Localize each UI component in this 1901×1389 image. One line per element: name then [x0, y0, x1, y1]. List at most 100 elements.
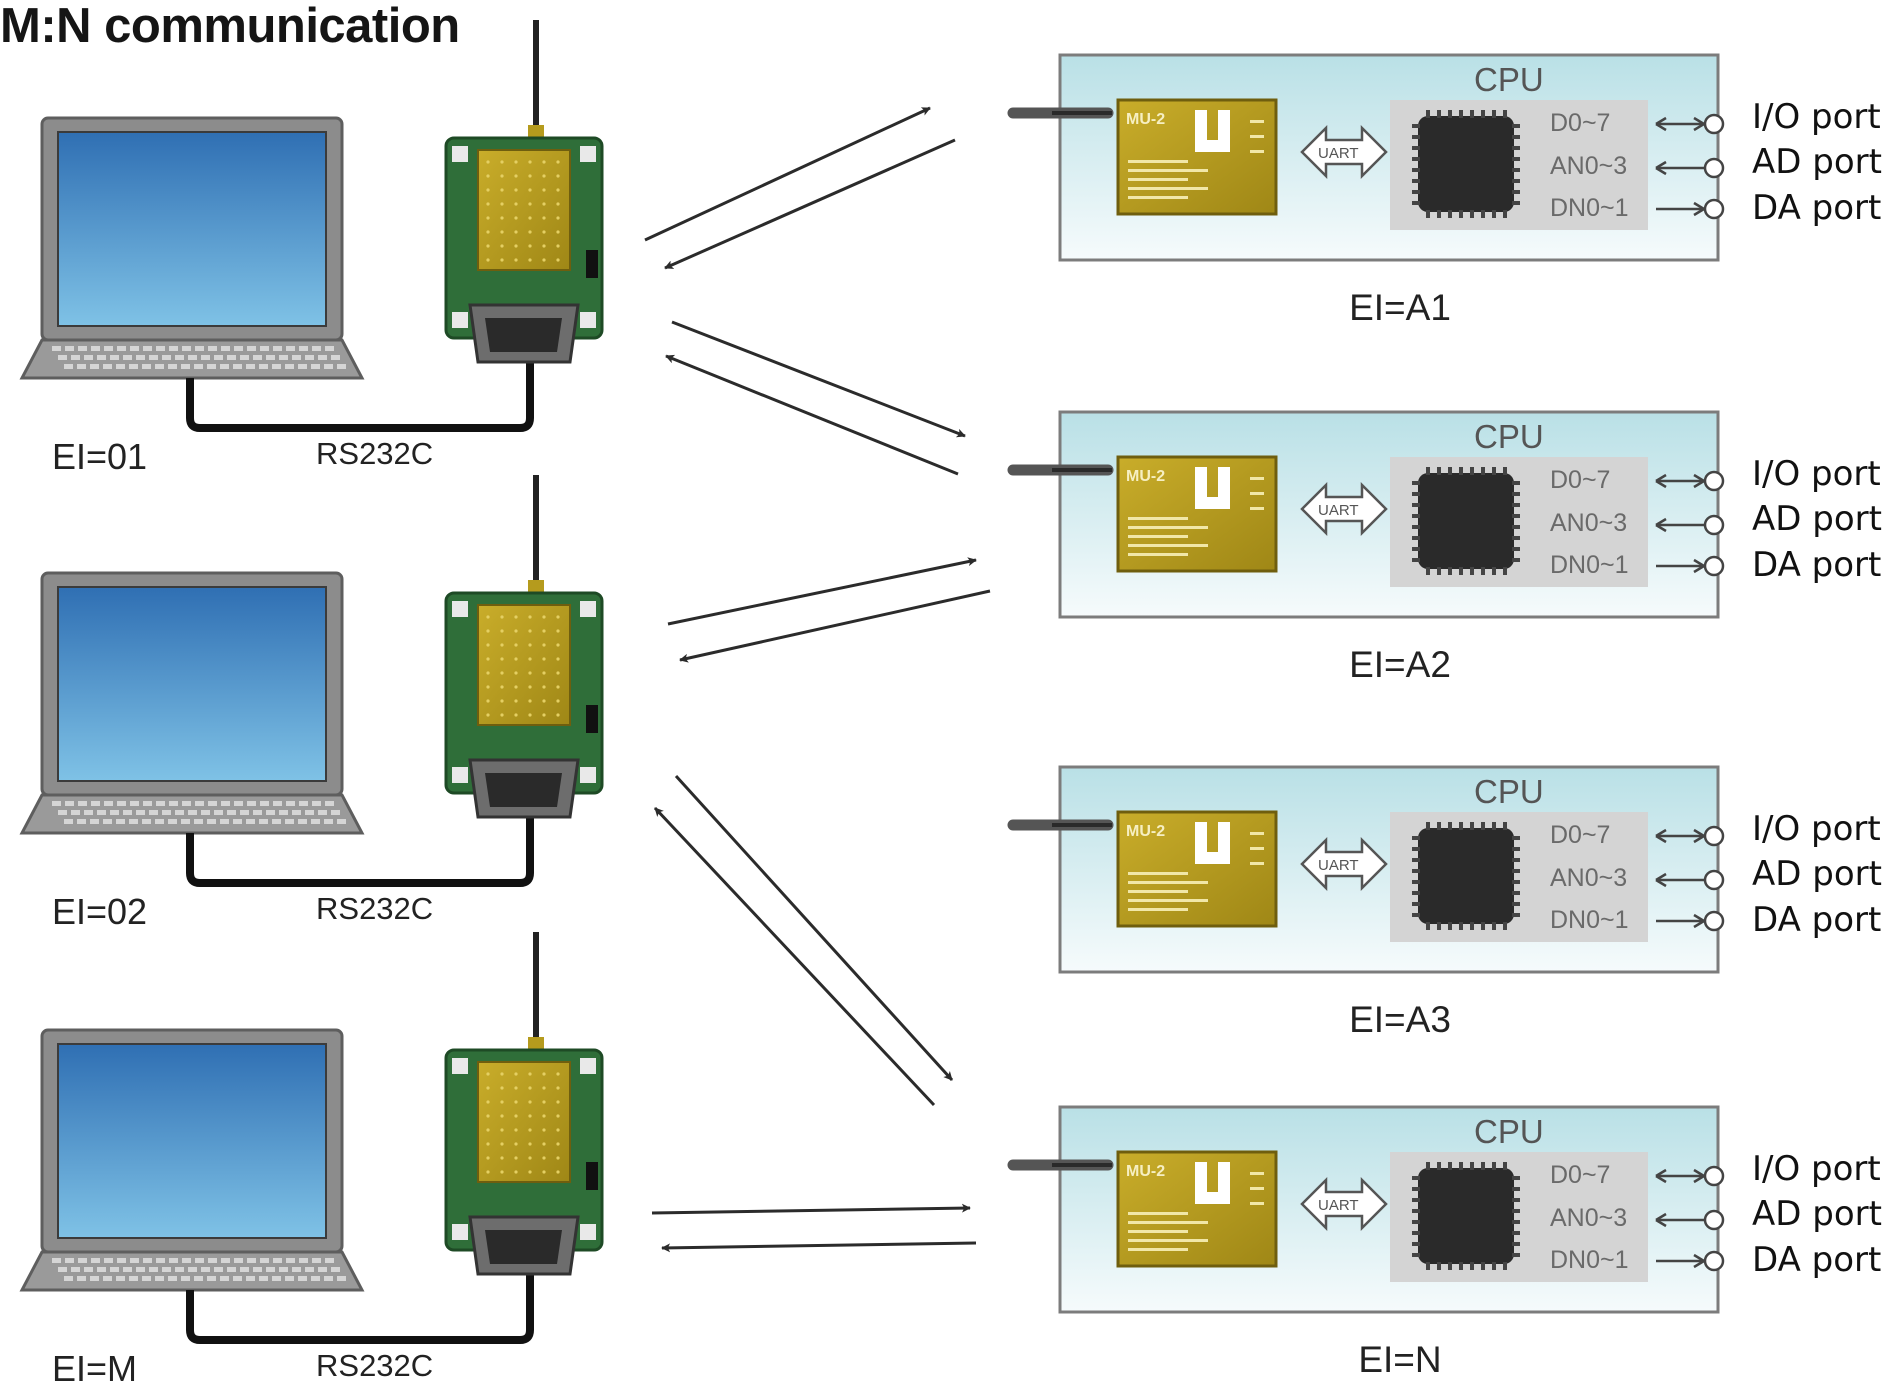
- chip-pin: [1512, 190, 1520, 194]
- chip-pin: [1512, 1242, 1520, 1246]
- module-dot: [556, 699, 560, 703]
- module-pin: [1250, 847, 1264, 850]
- master-station: [19, 20, 604, 432]
- module-pin: [1250, 477, 1264, 480]
- key: [123, 355, 132, 360]
- key: [253, 810, 262, 815]
- key: [129, 819, 138, 824]
- key: [175, 1267, 184, 1272]
- chip-pin: [1512, 514, 1520, 518]
- module-dot: [514, 1100, 518, 1104]
- module-dot: [528, 216, 532, 220]
- module-dot: [556, 1128, 560, 1132]
- key: [162, 355, 171, 360]
- key: [97, 1267, 106, 1272]
- module-dot: [500, 1156, 504, 1160]
- module-dot: [528, 671, 532, 675]
- chip-pin: [1512, 836, 1520, 840]
- module-dot: [542, 1100, 546, 1104]
- mount-hole: [452, 1224, 468, 1240]
- chip-pin: [1470, 467, 1474, 475]
- key: [181, 1276, 190, 1281]
- module-text-line: [1128, 196, 1188, 199]
- chip-pin: [1459, 822, 1463, 830]
- key: [156, 346, 165, 351]
- key: [181, 364, 190, 369]
- module-dot: [542, 1114, 546, 1118]
- pin-label-dn: DN0~1: [1550, 906, 1629, 934]
- module-dot: [514, 629, 518, 633]
- module-dot: [486, 1086, 490, 1090]
- module-dot: [556, 258, 560, 262]
- key: [260, 346, 269, 351]
- chip-pin: [1492, 210, 1496, 218]
- module-dot: [514, 713, 518, 717]
- key: [143, 1258, 152, 1263]
- key: [64, 819, 73, 824]
- key: [195, 346, 204, 351]
- chip-pin: [1459, 1162, 1463, 1170]
- module-dot: [486, 1142, 490, 1146]
- chip-pin: [1512, 179, 1520, 183]
- module-dot: [500, 1114, 504, 1118]
- chip-pin: [1503, 822, 1507, 830]
- key: [253, 355, 262, 360]
- key: [221, 1258, 230, 1263]
- chip-pin: [1512, 157, 1520, 161]
- chip-pin: [1470, 922, 1474, 930]
- module-dot: [556, 657, 560, 661]
- cpu-label: CPU: [1474, 1113, 1544, 1150]
- module-dot: [486, 685, 490, 689]
- module-dot: [514, 1128, 518, 1132]
- chip-pin: [1512, 536, 1520, 540]
- chip-pin: [1437, 567, 1441, 575]
- port-label-da: DA port: [1752, 1240, 1882, 1280]
- key: [182, 801, 191, 806]
- key: [247, 1258, 256, 1263]
- master-ei-label: EI=M: [52, 1348, 138, 1389]
- chip-pin: [1437, 822, 1441, 830]
- cpu-label: CPU: [1474, 61, 1544, 98]
- chip-pin: [1503, 110, 1507, 118]
- key: [182, 346, 191, 351]
- slave-device: [1007, 410, 1725, 619]
- key: [318, 355, 327, 360]
- output-arrow-icon: [1693, 1253, 1705, 1269]
- uart-bidirectional-arrow-icon: [1300, 481, 1388, 537]
- module-dot: [514, 1114, 518, 1118]
- laptop-screen: [57, 586, 327, 782]
- chip-pin: [1437, 110, 1441, 118]
- rs232c-label: RS232C: [316, 891, 434, 926]
- key: [155, 1276, 164, 1281]
- module-dot: [556, 244, 560, 248]
- module-dot: [528, 258, 532, 262]
- key: [149, 355, 158, 360]
- chip-pin: [1503, 210, 1507, 218]
- module-dot: [556, 671, 560, 675]
- key: [233, 1276, 242, 1281]
- key: [233, 819, 242, 824]
- modem-switch: [586, 250, 598, 278]
- chip-pin: [1503, 922, 1507, 930]
- key: [156, 1258, 165, 1263]
- pin-label-d: D0~7: [1550, 1161, 1611, 1189]
- chip-pin: [1512, 525, 1520, 529]
- module-dot: [514, 1086, 518, 1090]
- chip-pin: [1512, 558, 1520, 562]
- chip-pin: [1412, 547, 1420, 551]
- module-dot: [500, 1072, 504, 1076]
- key: [130, 346, 139, 351]
- chip-pin: [1512, 1187, 1520, 1191]
- chip-pin: [1448, 1162, 1452, 1170]
- key: [240, 1267, 249, 1272]
- chip-pin: [1412, 1231, 1420, 1235]
- pin-label-dn: DN0~1: [1550, 194, 1629, 222]
- chip-pin: [1448, 822, 1452, 830]
- module-dot: [556, 230, 560, 234]
- key: [91, 1258, 100, 1263]
- key: [285, 819, 294, 824]
- module-text-line: [1128, 872, 1188, 875]
- port-terminal-icon: [1703, 910, 1725, 932]
- key: [116, 819, 125, 824]
- chip-pin: [1437, 1162, 1441, 1170]
